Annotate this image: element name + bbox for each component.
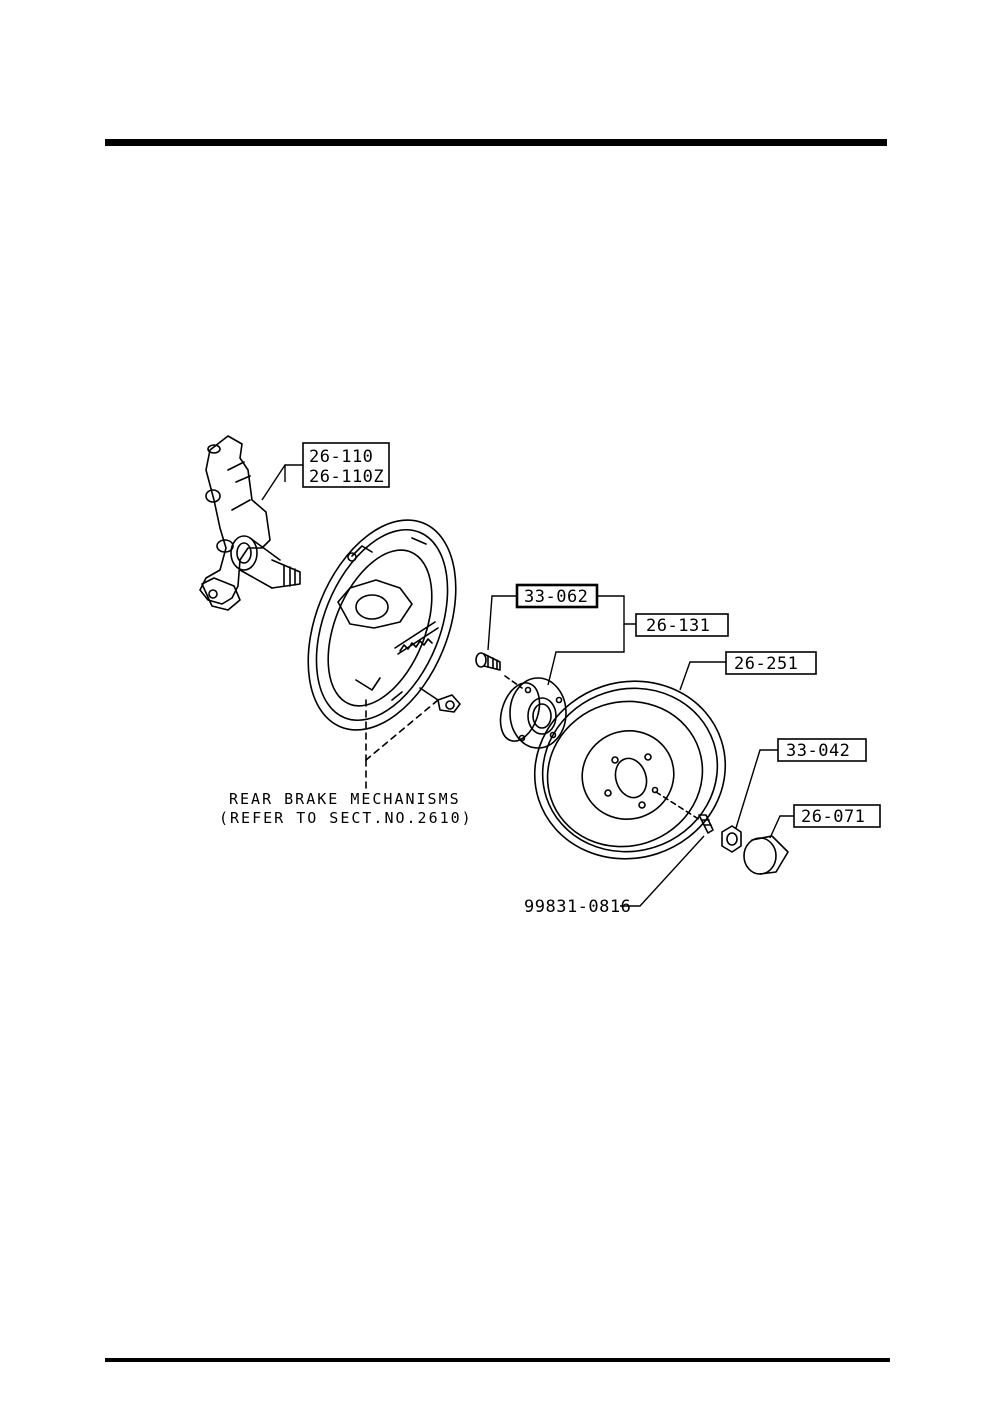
hub-cap-part [743, 835, 789, 875]
backing-plate-part [307, 519, 461, 731]
callout-boxes [302, 442, 881, 828]
callout-hub-cap: 26-071 [801, 807, 865, 827]
lock-nut-part [721, 825, 742, 853]
leader-lines [261, 464, 794, 907]
callout-lock-nut: 33-042 [786, 741, 850, 761]
hub-bolt-part [475, 652, 523, 689]
bottom-rule [105, 1358, 890, 1362]
brake-drum-part [533, 680, 727, 860]
top-rule [105, 139, 887, 146]
note-line-1: REAR BRAKE MECHANISMS [229, 790, 461, 808]
callout-brake-drum: 26-251 [734, 654, 798, 674]
reference-lines [365, 699, 439, 789]
note-line-2: (REFER TO SECT.NO.2610) [219, 809, 473, 827]
knuckle-part [199, 435, 301, 611]
drum-screw-part [698, 814, 714, 834]
callout-drum-screw: 99831-0816 [524, 897, 631, 917]
callout-knuckle-b: 26-110Z [309, 467, 384, 487]
callout-hub: 26-131 [646, 616, 710, 636]
hub-part [499, 677, 567, 749]
callout-knuckle-a: 26-110 [309, 447, 373, 467]
callout-hub-bolt: 33-062 [524, 587, 588, 607]
